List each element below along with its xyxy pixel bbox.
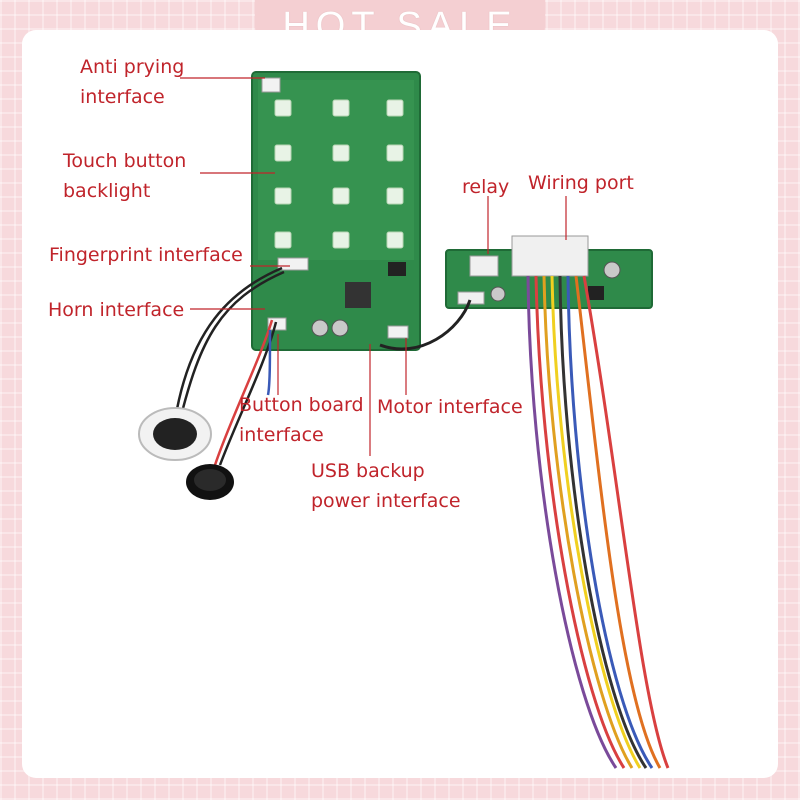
label-touch-backlight-line2: backlight xyxy=(63,176,186,206)
label-usb-backup: USB backup power interface xyxy=(311,456,461,516)
label-usb-backup-line1: USB backup xyxy=(311,456,461,486)
label-anti-prying: Anti prying interface xyxy=(80,52,184,112)
label-touch-backlight: Touch button backlight xyxy=(63,146,186,206)
label-fingerprint: Fingerprint interface xyxy=(49,240,243,270)
label-usb-backup-line2: power interface xyxy=(311,486,461,516)
relay-pcb xyxy=(446,236,652,308)
label-button-board-line1: Button board xyxy=(239,390,364,420)
label-motor: Motor interface xyxy=(377,392,523,422)
label-button-board-line2: interface xyxy=(239,420,364,450)
speaker xyxy=(186,464,234,500)
label-touch-backlight-line1: Touch button xyxy=(63,146,186,176)
label-anti-prying-line2: interface xyxy=(80,82,184,112)
label-horn: Horn interface xyxy=(48,295,184,325)
fingerprint-sensor xyxy=(139,408,211,460)
label-relay: relay xyxy=(462,172,509,202)
label-anti-prying-line1: Anti prying xyxy=(80,52,184,82)
label-button-board: Button board interface xyxy=(239,390,364,450)
main-pcb xyxy=(252,72,420,350)
label-wiring-port: Wiring port xyxy=(528,168,634,198)
wire-bundle xyxy=(528,276,668,768)
